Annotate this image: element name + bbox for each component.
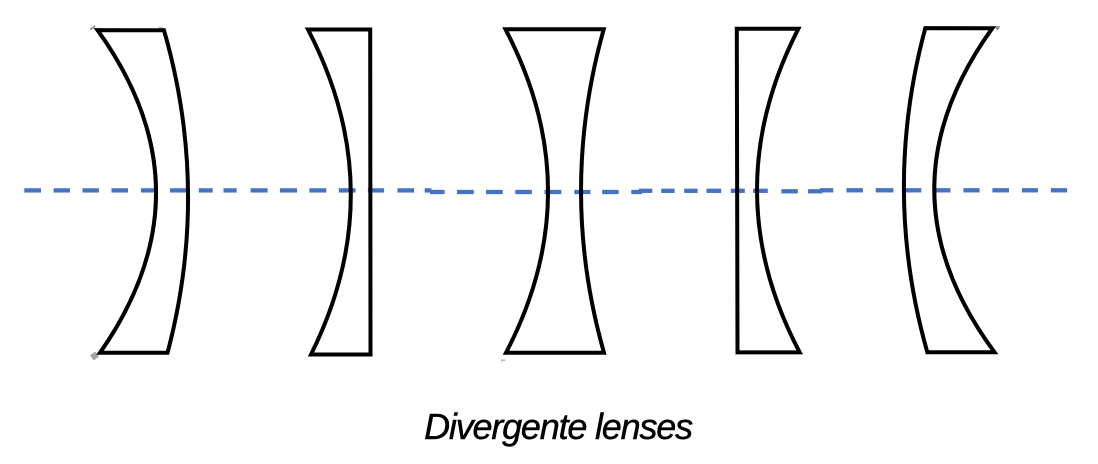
svg-text:Divergente lenses: Divergente lenses [424, 406, 693, 447]
